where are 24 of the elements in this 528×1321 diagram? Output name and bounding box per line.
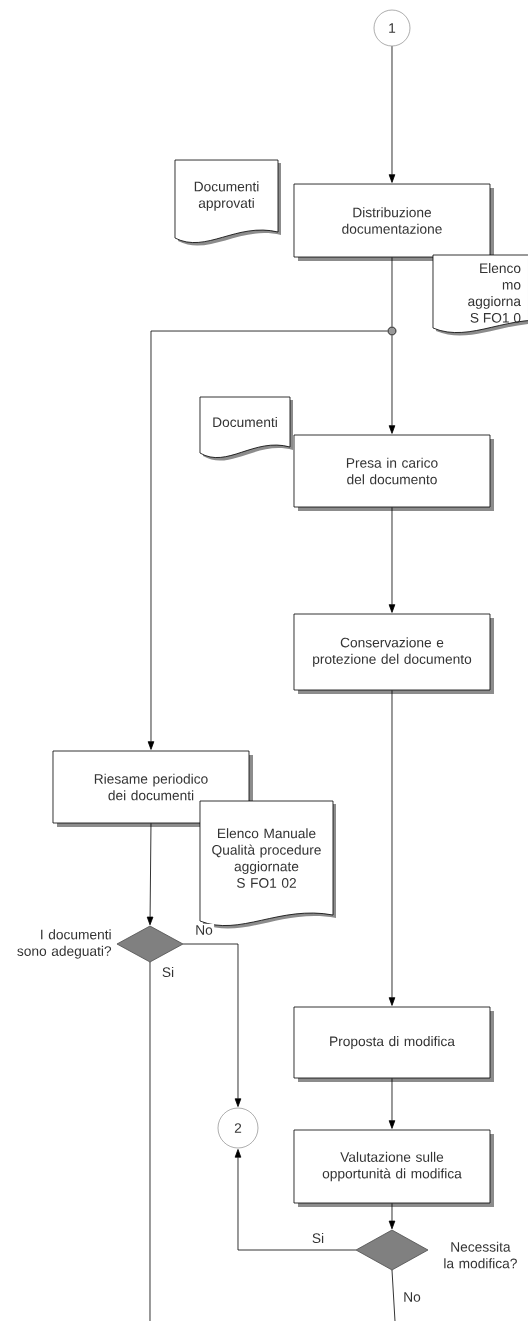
arrow <box>388 690 396 1006</box>
arrow <box>388 507 396 613</box>
arrow <box>182 943 242 1107</box>
edge-label: No <box>401 1290 423 1304</box>
arrow <box>388 1078 396 1129</box>
process-box: Presa in carico del documento <box>293 434 494 511</box>
node-label: Necessita la modifica? <box>444 1241 517 1269</box>
arrow <box>388 1203 396 1230</box>
arrow <box>388 335 396 434</box>
node-label: I documenti sono adeguati? <box>17 929 112 959</box>
edge-label: Si <box>310 1231 326 1245</box>
arrow <box>147 330 388 750</box>
process-box: Conservazione e protezione del documento <box>293 613 494 694</box>
process-box: Valutazione sulle opportunità di modifica <box>293 1129 494 1207</box>
arrow <box>234 1149 357 1251</box>
connector-line <box>149 961 151 1321</box>
arrow <box>388 45 396 183</box>
process-box: Proposta di modifica <box>293 1006 494 1082</box>
connector-line <box>391 1269 396 1321</box>
process-box: Riesame periodico dei documenti <box>52 750 253 827</box>
connector-line <box>391 257 393 327</box>
edge-label: No <box>193 923 215 937</box>
arrow <box>146 823 154 926</box>
edge-label: Si <box>160 965 176 979</box>
